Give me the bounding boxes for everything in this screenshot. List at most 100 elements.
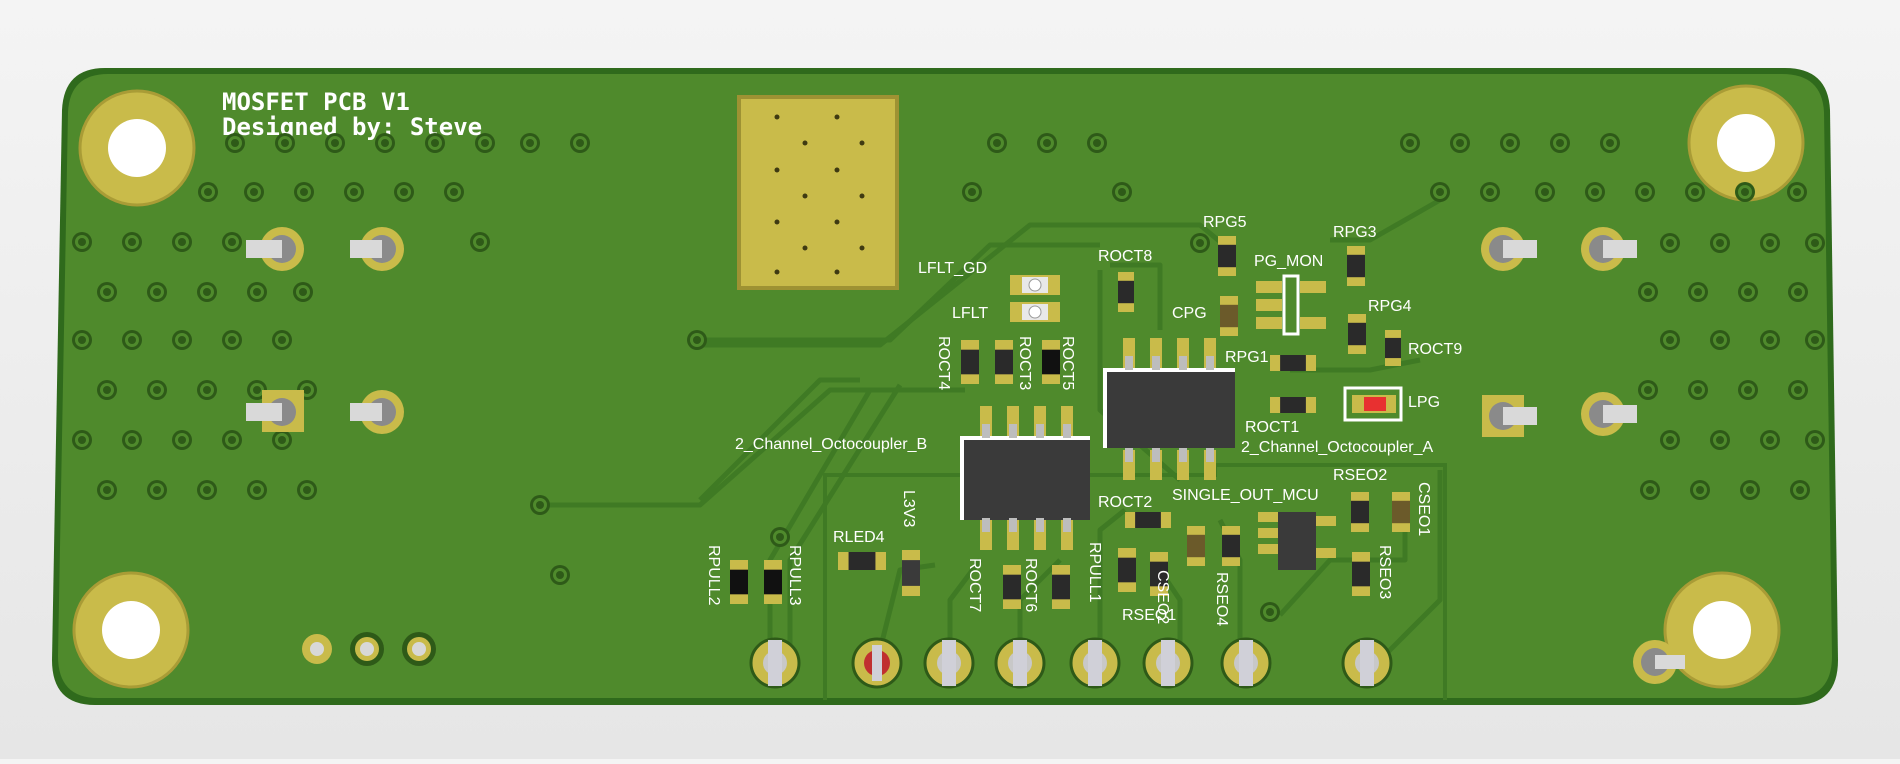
via [1760,233,1780,253]
label-rpg1: RPG1 [1225,349,1269,366]
pour-via [802,193,808,199]
via [1087,133,1107,153]
smd-part[interactable] [902,550,920,596]
smd-part[interactable] [730,560,748,604]
led-lflt-gd[interactable] [1010,275,1060,295]
smd-part[interactable] [1270,397,1316,413]
via [1688,380,1708,400]
board-title: MOSFET PCB V1 [222,88,410,116]
small-pad [350,632,384,666]
via [172,330,192,350]
smd-part[interactable] [764,560,782,604]
via [72,232,92,252]
label-lflt: LFLT [952,305,988,322]
via [1660,430,1680,450]
header-pin [1069,637,1121,689]
label-rpg4: RPG4 [1368,298,1412,315]
via [1660,233,1680,253]
label-rseo2: RSEO2 [1333,467,1387,484]
label-rseo4: RSEO4 [1213,572,1230,626]
via [1430,182,1450,202]
terminal-pin [1581,227,1637,271]
smd-part[interactable] [1150,552,1168,596]
via [225,133,245,153]
via [293,282,313,302]
smd-part[interactable] [1042,340,1060,384]
smd-part[interactable] [1125,512,1171,528]
ic-octocoupler-b[interactable] [960,406,1090,550]
label-cpg: CPG [1172,305,1207,322]
via [97,480,117,500]
via [172,430,192,450]
smd-part[interactable] [1220,296,1238,336]
ic-octocoupler-a[interactable] [1103,338,1235,480]
header-pin [1142,637,1194,689]
mounting-hole-top-right [1687,84,1805,202]
label-lflt-gd: LFLT_GD [918,260,987,277]
via [1738,380,1758,400]
label-roct3: ROCT3 [1016,336,1033,390]
via [222,232,242,252]
via [987,133,1007,153]
pour-via [834,269,840,275]
via [222,430,242,450]
via [1480,182,1500,202]
smd-part[interactable] [838,552,886,570]
via [1535,182,1555,202]
via [1805,430,1825,450]
smd-part[interactable] [1392,492,1410,532]
via [1760,330,1780,350]
via [1787,182,1807,202]
led-lpg[interactable] [1343,386,1403,422]
via [1112,182,1132,202]
smd-part[interactable] [995,340,1013,384]
header-pin [994,637,1046,689]
ic-single-out-mcu[interactable] [1258,512,1336,570]
terminal-pin [350,390,404,434]
label-rpull3: RPULL3 [786,545,803,606]
smd-part[interactable] [1052,565,1070,609]
label-roct7: ROCT7 [966,558,983,612]
via [530,495,550,515]
via [1450,133,1470,153]
smd-part[interactable] [1348,314,1366,354]
label-octocoupler-a: 2_Channel_Octocoupler_A [1241,439,1433,456]
via [197,480,217,500]
via [247,480,267,500]
ic-pg-mon[interactable] [1256,274,1326,336]
label-cseo2: CSEO2 [1154,570,1171,624]
smd-part[interactable] [961,340,979,384]
smd-part[interactable] [1385,330,1401,366]
smd-part[interactable] [1118,272,1134,312]
smd-part[interactable] [1222,526,1240,566]
via [475,133,495,153]
via [1260,602,1280,622]
smd-part[interactable] [1218,236,1236,276]
via [272,430,292,450]
via [770,527,790,547]
smd-part[interactable] [1347,246,1365,286]
smd-part[interactable] [1187,526,1205,566]
smd-part[interactable] [1270,355,1316,371]
label-roct2: ROCT2 [1098,494,1152,511]
smd-part[interactable] [1118,548,1136,592]
via [1400,133,1420,153]
label-rpull2: RPULL2 [705,545,722,606]
via [1190,233,1210,253]
mounting-hole-bottom-right [1663,571,1781,689]
smd-part[interactable] [1003,565,1021,609]
pour-via [774,269,780,275]
via [444,182,464,202]
via [1710,430,1730,450]
led-lflt[interactable] [1010,302,1060,322]
smd-part[interactable] [1351,492,1369,532]
via-field [72,133,1825,622]
via [197,282,217,302]
via [198,182,218,202]
terminal-pin [246,227,304,271]
label-roct9: ROCT9 [1408,341,1462,358]
smd-part[interactable] [1352,552,1370,596]
terminal-pin [350,227,404,271]
